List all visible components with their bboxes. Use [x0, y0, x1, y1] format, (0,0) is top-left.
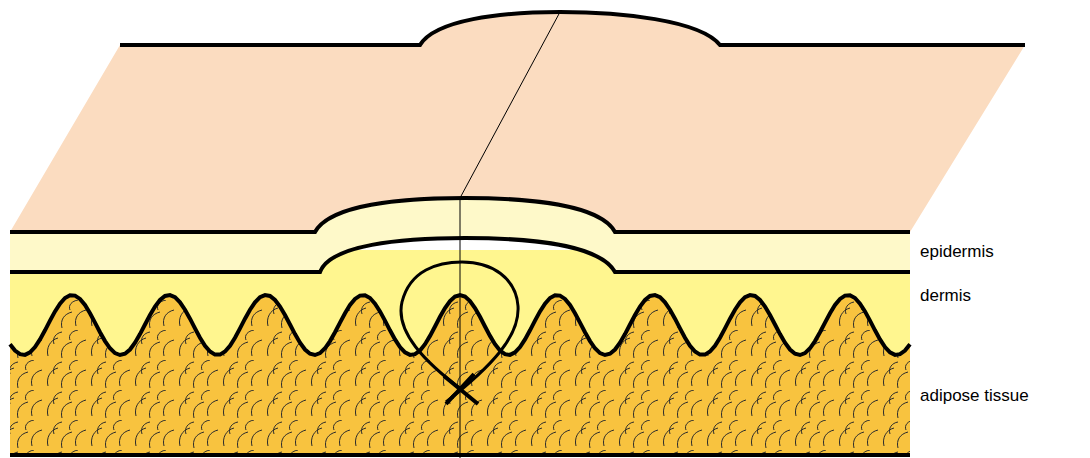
- needle-line: [460, 198, 461, 458]
- surface-back-edge: [120, 12, 1025, 45]
- layer-label: adipose tissue: [920, 387, 1029, 406]
- needle-line: [460, 12, 560, 198]
- skin-surface: [10, 12, 1025, 232]
- suture-loop: [401, 262, 518, 402]
- layer-label: epidermis: [920, 243, 994, 262]
- layer-label: dermis: [920, 287, 971, 306]
- suture-knot: [444, 374, 478, 404]
